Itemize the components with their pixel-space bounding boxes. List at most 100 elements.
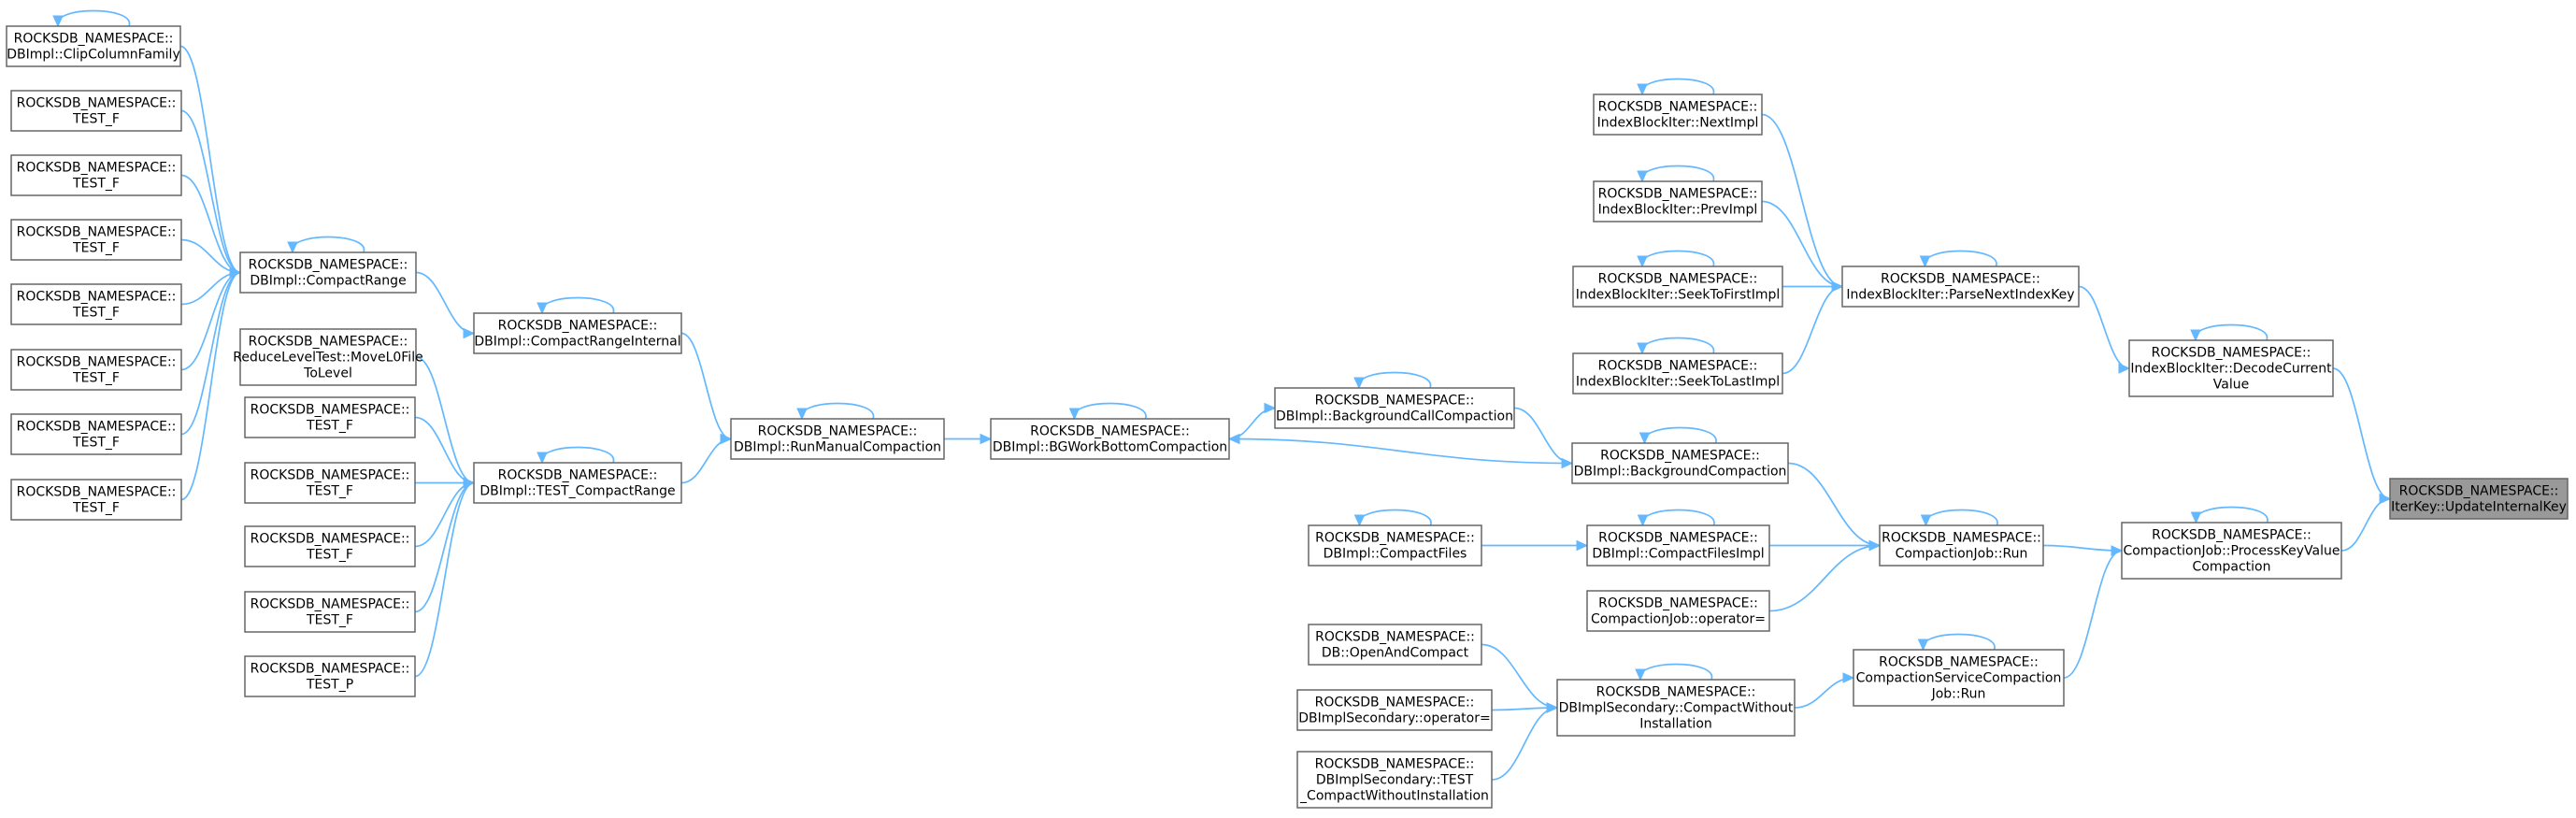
node-testcr[interactable]: ROCKSDB_NAMESPACE::DBImpl::TEST_CompactR… <box>473 462 682 504</box>
node-label-line: DBImpl::CompactRange <box>250 274 406 289</box>
node-left-tf7[interactable]: ROCKSDB_NAMESPACE::TEST_F <box>10 479 182 521</box>
edges-layer <box>52 9 2392 781</box>
self-loop-n_bgwork <box>1068 402 1147 421</box>
node-label-line: ROCKSDB_NAMESPACE:: <box>17 225 177 240</box>
node-label-line: ROCKSDB_NAMESPACE:: <box>250 468 410 483</box>
node-root[interactable]: ROCKSDB_NAMESPACE::IterKey::UpdateIntern… <box>2389 478 2569 520</box>
node-label-line: ROCKSDB_NAMESPACE:: <box>1879 655 2039 670</box>
node-clip[interactable]: ROCKSDB_NAMESPACE::DBImpl::ClipColumnFam… <box>6 25 181 67</box>
node-seeklast[interactable]: ROCKSDB_NAMESPACE::IndexBlockIter::SeekT… <box>1572 352 1783 395</box>
edge-n_bgwork-to-n_bgcall <box>1228 402 1277 440</box>
edge-n_compactfiles-to-n_cfimpl <box>1481 539 1589 552</box>
node-compactrange[interactable]: ROCKSDB_NAMESPACE::DBImpl::CompactRange <box>239 251 417 294</box>
self-loop-n_bgcomp <box>1639 426 1717 445</box>
node-label-line: ROCKSDB_NAMESPACE:: <box>250 403 410 418</box>
node-label-line: ROCKSDB_NAMESPACE:: <box>14 32 174 47</box>
node-label-line: _CompactWithoutInstallation <box>1299 789 1489 804</box>
edge-n_reducelevel-to-n_testcr <box>415 356 476 489</box>
node-label-line: TEST_F <box>72 177 120 192</box>
node-reducelevel[interactable]: ROCKSDB_NAMESPACE::ReduceLevelTest::Move… <box>233 328 423 386</box>
node-previmpl[interactable]: ROCKSDB_NAMESPACE::IndexBlockIter::PrevI… <box>1593 180 1763 222</box>
node-label-line: ROCKSDB_NAMESPACE:: <box>2152 528 2311 543</box>
edge-n_testcr-to-n_runmanual <box>680 433 733 484</box>
node-label-line: ROCKSDB_NAMESPACE:: <box>2152 346 2311 361</box>
node-label-line: DBImpl::CompactFiles <box>1324 547 1467 562</box>
node-mid-tp[interactable]: ROCKSDB_NAMESPACE::TEST_P <box>244 655 416 697</box>
node-label-line: ROCKSDB_NAMESPACE:: <box>250 532 410 547</box>
node-label-line: ROCKSDB_NAMESPACE:: <box>1315 630 1475 645</box>
self-loop-n_cfimpl <box>1637 509 1715 527</box>
node-label-line: ROCKSDB_NAMESPACE:: <box>17 485 177 500</box>
nodes-layer: ROCKSDB_NAMESPACE::IterKey::UpdateIntern… <box>6 25 2569 809</box>
node-label-line: TEST_F <box>72 112 120 127</box>
node-cwi[interactable]: ROCKSDB_NAMESPACE::DBImplSecondary::Comp… <box>1556 679 1796 737</box>
node-bgwork[interactable]: ROCKSDB_NAMESPACE::DBImpl::BGWorkBottomC… <box>990 418 1230 460</box>
node-compactfiles[interactable]: ROCKSDB_NAMESPACE::DBImpl::CompactFiles <box>1308 524 1482 567</box>
node-label-line: ROCKSDB_NAMESPACE:: <box>1315 394 1475 409</box>
node-runmanual[interactable]: ROCKSDB_NAMESPACE::DBImpl::RunManualComp… <box>730 418 945 460</box>
node-dbsectest[interactable]: ROCKSDB_NAMESPACE::DBImplSecondary::TEST… <box>1296 751 1493 809</box>
self-loop-n_process <box>2190 506 2268 524</box>
edge-n_mid_tf4-to-n_testcr <box>414 477 476 613</box>
node-label-line: ROCKSDB_NAMESPACE:: <box>1600 449 1760 464</box>
node-label-line: TEST_F <box>306 419 353 434</box>
node-crinternal[interactable]: ROCKSDB_NAMESPACE::DBImpl::CompactRangeI… <box>473 312 682 354</box>
node-left-tf6[interactable]: ROCKSDB_NAMESPACE::TEST_F <box>10 413 182 455</box>
node-label-line: DBImplSecondary::operator= <box>1298 711 1490 726</box>
node-label-line: TEST_F <box>306 548 353 563</box>
edge-n_decode-to-n_root <box>2332 367 2392 505</box>
self-loop-n_decode <box>2190 323 2268 342</box>
node-label-line: TEST_F <box>72 306 120 321</box>
node-dbsecop[interactable]: ROCKSDB_NAMESPACE::DBImplSecondary::oper… <box>1296 689 1493 731</box>
node-mid-tf3[interactable]: ROCKSDB_NAMESPACE::TEST_F <box>244 525 416 567</box>
node-nextimpl[interactable]: ROCKSDB_NAMESPACE::IndexBlockIter::NextI… <box>1593 93 1763 136</box>
node-cfimpl[interactable]: ROCKSDB_NAMESPACE::DBImpl::CompactFilesI… <box>1586 524 1770 567</box>
node-label-line: DBImplSecondary::TEST <box>1316 773 1474 788</box>
node-label-line: ROCKSDB_NAMESPACE:: <box>250 662 410 677</box>
node-left-tf1[interactable]: ROCKSDB_NAMESPACE::TEST_F <box>10 90 182 132</box>
node-label-line: ROCKSDB_NAMESPACE:: <box>1315 757 1475 772</box>
node-mid-tf2[interactable]: ROCKSDB_NAMESPACE::TEST_F <box>244 462 416 504</box>
edge-n_openandcompact-to-n_cwi <box>1481 643 1559 713</box>
node-decode[interactable]: ROCKSDB_NAMESPACE::IndexBlockIter::Decod… <box>2128 339 2334 397</box>
node-label-line: ROCKSDB_NAMESPACE:: <box>498 468 658 483</box>
edge-n_bgcomp-to-n_cjrun <box>1787 462 1882 552</box>
node-left-tf5[interactable]: ROCKSDB_NAMESPACE::TEST_F <box>10 349 182 391</box>
edge-n_mid_tp-to-n_testcr <box>414 477 476 678</box>
node-openandcompact[interactable]: ROCKSDB_NAMESPACE::DB::OpenAndCompact <box>1308 624 1482 666</box>
node-parse[interactable]: ROCKSDB_NAMESPACE::IndexBlockIter::Parse… <box>1841 265 2080 308</box>
edge-n_cjop-to-n_cjrun <box>1768 539 1882 612</box>
node-label-line: ROCKSDB_NAMESPACE:: <box>1596 685 1756 700</box>
node-process[interactable]: ROCKSDB_NAMESPACE::CompactionJob::Proces… <box>2121 522 2342 580</box>
edge-n_bgcall-to-n_bgcomp <box>1513 407 1574 469</box>
node-left-tf4[interactable]: ROCKSDB_NAMESPACE::TEST_F <box>10 283 182 325</box>
node-bgcomp[interactable]: ROCKSDB_NAMESPACE::DBImpl::BackgroundCom… <box>1571 442 1789 484</box>
node-left-tf2[interactable]: ROCKSDB_NAMESPACE::TEST_F <box>10 154 182 196</box>
self-loop-n_cjrun <box>1920 509 1998 527</box>
node-label-line: TEST_F <box>72 436 120 451</box>
node-cjop[interactable]: ROCKSDB_NAMESPACE::CompactionJob::operat… <box>1586 590 1770 632</box>
node-label-line: ROCKSDB_NAMESPACE:: <box>250 597 410 612</box>
node-label-line: ROCKSDB_NAMESPACE:: <box>1881 272 2040 287</box>
node-label-line: ROCKSDB_NAMESPACE:: <box>1598 531 1758 546</box>
node-label-line: Installation <box>1639 717 1712 732</box>
node-bgcall[interactable]: ROCKSDB_NAMESPACE::DBImpl::BackgroundCal… <box>1274 387 1515 429</box>
edge-n_clip-to-n_compactrange <box>179 45 242 279</box>
node-mid-tf4[interactable]: ROCKSDB_NAMESPACE::TEST_F <box>244 591 416 633</box>
node-cscjrun[interactable]: ROCKSDB_NAMESPACE::CompactionServiceComp… <box>1853 649 2065 707</box>
node-left-tf3[interactable]: ROCKSDB_NAMESPACE::TEST_F <box>10 219 182 261</box>
node-label-line: TEST_F <box>72 371 120 386</box>
node-label-line: ROCKSDB_NAMESPACE:: <box>758 424 918 439</box>
self-loop-n_clip <box>52 9 130 28</box>
node-cjrun[interactable]: ROCKSDB_NAMESPACE::CompactionJob::Run <box>1879 524 2044 567</box>
node-label-line: CompactionServiceCompaction <box>1856 671 2062 686</box>
node-label-line: CompactionJob::operator= <box>1591 612 1766 627</box>
self-loop-n_previmpl <box>1637 165 1714 183</box>
edge-n_process-to-n_root <box>2340 493 2392 552</box>
node-mid-tf1[interactable]: ROCKSDB_NAMESPACE::TEST_F <box>244 396 416 438</box>
node-label-line: ROCKSDB_NAMESPACE:: <box>249 258 408 273</box>
node-label-line: ToLevel <box>303 366 352 381</box>
node-seekfirst[interactable]: ROCKSDB_NAMESPACE::IndexBlockIter::SeekT… <box>1572 265 1783 308</box>
node-label-line: IndexBlockIter::NextImpl <box>1597 116 1759 131</box>
